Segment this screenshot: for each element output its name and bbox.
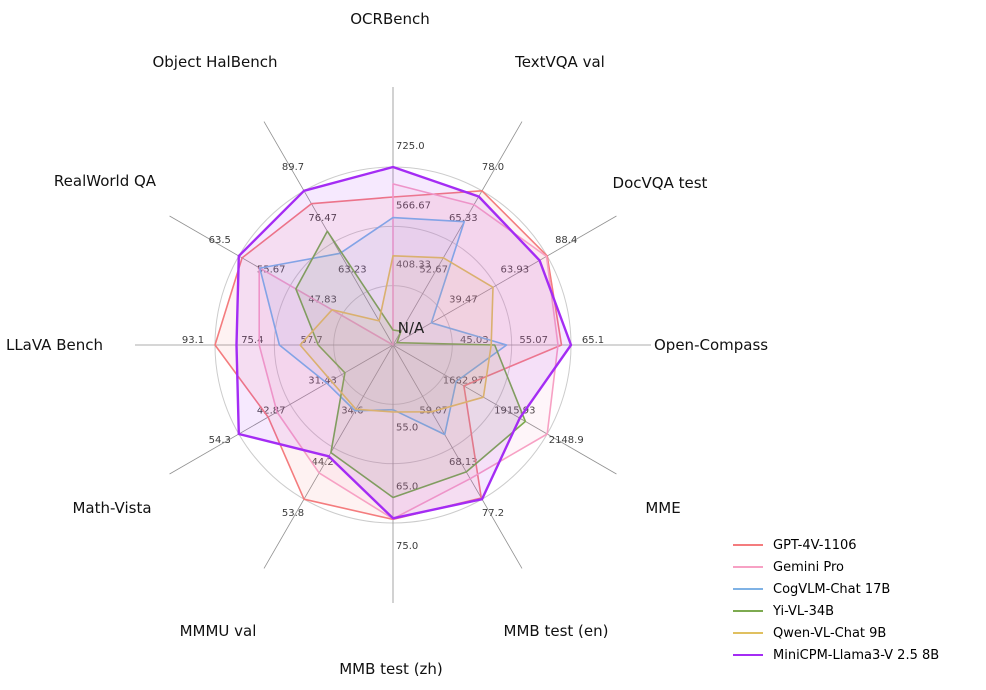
axis-tick-label: 44.2: [312, 457, 334, 468]
axis-tick-label: 63.5: [209, 235, 231, 246]
axis-spoke: [392, 344, 617, 475]
axis-tick-label: 45.03: [460, 335, 489, 346]
axis-tick-label: 1682.97: [443, 376, 484, 387]
legend-item: Yi-VL-34B: [733, 600, 939, 622]
axis-tick-label: 55.07: [519, 335, 548, 346]
axis-tick-label: 77.2: [482, 508, 504, 519]
axis-tick-label: 75.4: [241, 335, 263, 346]
axis-label: RealWorld QA: [54, 172, 157, 190]
axis-label: DocVQA test: [613, 174, 708, 192]
legend-label: Gemini Pro: [773, 559, 844, 575]
axis-tick-label: 42.87: [257, 405, 286, 416]
legend-swatch-line: [733, 544, 763, 546]
axis-tick-label: 1915.93: [494, 405, 535, 416]
axis-spoke: [169, 344, 394, 475]
axis-tick-label: 63.93: [501, 265, 530, 276]
legend-swatch-line: [733, 610, 763, 612]
axis-tick-label: 78.0: [482, 162, 504, 173]
axis-tick-label: 725.0: [396, 141, 425, 152]
axis-label: LLaVA Bench: [6, 336, 103, 354]
legend-label: CogVLM-Chat 17B: [773, 581, 891, 597]
axis-tick-label: 2148.9: [549, 435, 584, 446]
axis-label: Open-Compass: [654, 336, 768, 354]
axis-tick-label: 47.83: [308, 294, 337, 305]
axis-tick-label: 55.0: [396, 422, 418, 433]
axis-label: Object HalBench: [152, 53, 277, 71]
axis-tick-label: 68.13: [449, 457, 478, 468]
legend-item: MiniCPM-Llama3-V 2.5 8B: [733, 644, 939, 666]
axis-label: MME: [645, 499, 680, 517]
axis-tick-label: 566.67: [396, 200, 431, 211]
axis-tick-label: 65.1: [582, 335, 604, 346]
axis-tick-label: 89.7: [282, 162, 304, 173]
axis-tick-label: 53.8: [282, 508, 304, 519]
axis-label: MMB test (zh): [339, 660, 443, 678]
series-polygon-cogvlm-chat-17b: [258, 216, 508, 436]
axis-spoke: [392, 215, 617, 346]
series-polygon-yi-vl-34b: [295, 230, 527, 499]
axis-tick-label: 65.33: [449, 213, 478, 224]
axis-label: OCRBench: [350, 10, 429, 28]
axis-spoke: [392, 121, 523, 346]
legend-item: Gemini Pro: [733, 556, 939, 578]
axis-label: MMB test (en): [504, 622, 609, 640]
legend-item: CogVLM-Chat 17B: [733, 578, 939, 600]
axis-tick-label: 76.47: [308, 213, 337, 224]
legend-item: Qwen-VL-Chat 9B: [733, 622, 939, 644]
legend-item: GPT-4V-1106: [733, 534, 939, 556]
axis-spoke: [392, 344, 523, 569]
axis-tick-label: 31.43: [308, 376, 337, 387]
axis-tick-label: 52.67: [419, 265, 448, 276]
axis-tick-label: 408.33: [396, 260, 431, 271]
legend-label: GPT-4V-1106: [773, 537, 857, 553]
axis-tick-label: 75.0: [396, 541, 418, 552]
legend-label: MiniCPM-Llama3-V 2.5 8B: [773, 647, 940, 663]
axis-tick-label: 39.47: [449, 294, 478, 305]
legend-label: Yi-VL-34B: [773, 603, 835, 619]
axis-tick-label: 55.67: [257, 265, 286, 276]
legend-swatch-line: [733, 588, 763, 590]
series-polygon-minicpm-llama3-v-2-5-8b: [235, 165, 573, 520]
legend-swatch-line: [733, 653, 763, 657]
axis-tick-label: 34.6: [341, 405, 363, 416]
legend-swatch-line: [733, 632, 763, 634]
axis-tick-label: 65.0: [396, 482, 418, 493]
axis-label: TextVQA val: [514, 53, 605, 71]
center-na-label: N/A: [398, 319, 425, 337]
axis-label: MMMU val: [180, 622, 257, 640]
axis-tick-label: 93.1: [182, 335, 204, 346]
axis-tick-label: 54.3: [209, 435, 231, 446]
axis-tick-label: 88.4: [555, 235, 577, 246]
axis-label: Math-Vista: [72, 499, 151, 517]
legend-swatch-line: [733, 566, 763, 568]
axis-tick-label: 57.7: [301, 335, 323, 346]
series-polygon-qwen-vl-chat-9b: [299, 255, 494, 413]
legend-label: Qwen-VL-Chat 9B: [773, 625, 887, 641]
